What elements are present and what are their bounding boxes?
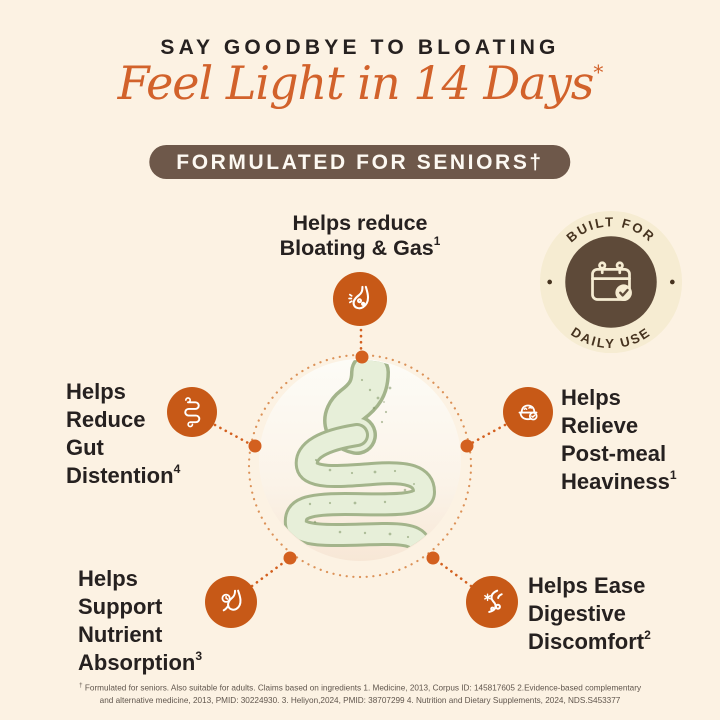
main-title-text: Feel Light in 14 Days — [117, 56, 595, 110]
footnote-line-2: and alternative medicine, 2013, PMID: 30… — [99, 695, 621, 705]
benefit-line: Helps reduce — [292, 211, 428, 235]
benefit-line: Reduce — [66, 406, 146, 432]
footnote: † Formulated for seniors. Also suitable … — [79, 681, 641, 707]
seniors-pill-badge: FORMULATED FOR SENIORS† — [149, 145, 571, 179]
benefit-line: Discomfort2 — [528, 627, 651, 654]
benefit-line: Absorption3 — [78, 648, 203, 675]
calendar-check-icon — [591, 261, 632, 301]
stomach-gas-icon — [333, 272, 387, 326]
stomach-clock-icon — [205, 576, 257, 628]
benefit-line: Post-meal — [561, 440, 667, 466]
reference-sup: 4 — [173, 461, 181, 476]
benefit-line: Distention4 — [66, 461, 181, 488]
benefit-line: Helps Ease — [528, 573, 646, 598]
benefit-line: Helps — [66, 379, 126, 404]
benefit-bloating-gas: Helps reduce Bloating & Gas1 — [0, 211, 720, 261]
title-asterisk: * — [593, 59, 603, 84]
benefit-line: Digestive — [528, 600, 626, 626]
benefit-line: Helps — [561, 385, 621, 410]
dagger-sup: † — [78, 682, 83, 689]
reference-sup: 2 — [644, 627, 651, 642]
dotted-connector-lines — [213, 328, 507, 588]
connector-dots — [248, 350, 474, 565]
benefit-line: Nutrient — [78, 621, 163, 647]
benefit-line: Relieve — [561, 412, 639, 438]
intestine-icon — [167, 387, 217, 437]
benefit-line: Gut — [66, 434, 104, 460]
benefit-line: Support — [78, 593, 163, 619]
footnote-line-1: † Formulated for seniors. Also suitable … — [78, 682, 642, 693]
reference-sup: 1 — [433, 234, 441, 249]
gut-discomfort-icon — [466, 576, 518, 628]
benefit-gut-distention: Helps Reduce Gut Distention4 — [66, 378, 180, 490]
benefit-line: Helps — [78, 566, 138, 591]
benefit-digestive-discomfort: Helps Ease Digestive Discomfort2 — [528, 572, 651, 656]
benefit-nutrient-absorption: Helps Support Nutrient Absorption3 — [78, 565, 202, 677]
meal-bowl-check-icon — [503, 387, 553, 437]
benefit-line: Heaviness1 — [561, 467, 677, 494]
reference-sup: 3 — [195, 648, 203, 663]
benefit-line: Bloating & Gas1 — [279, 234, 441, 260]
kicker-heading: SAY GOODBYE TO BLOATING — [160, 36, 560, 59]
main-title: Feel Light in 14 Days* — [0, 56, 720, 110]
benefit-post-meal-heaviness: Helps Relieve Post-meal Heaviness1 — [561, 384, 677, 496]
daily-use-seal: BUILT FOR DAILY USE — [539, 210, 683, 354]
speckle-texture — [308, 378, 415, 539]
reference-sup: 1 — [669, 467, 677, 482]
digestive-tract-illustration — [283, 360, 436, 560]
